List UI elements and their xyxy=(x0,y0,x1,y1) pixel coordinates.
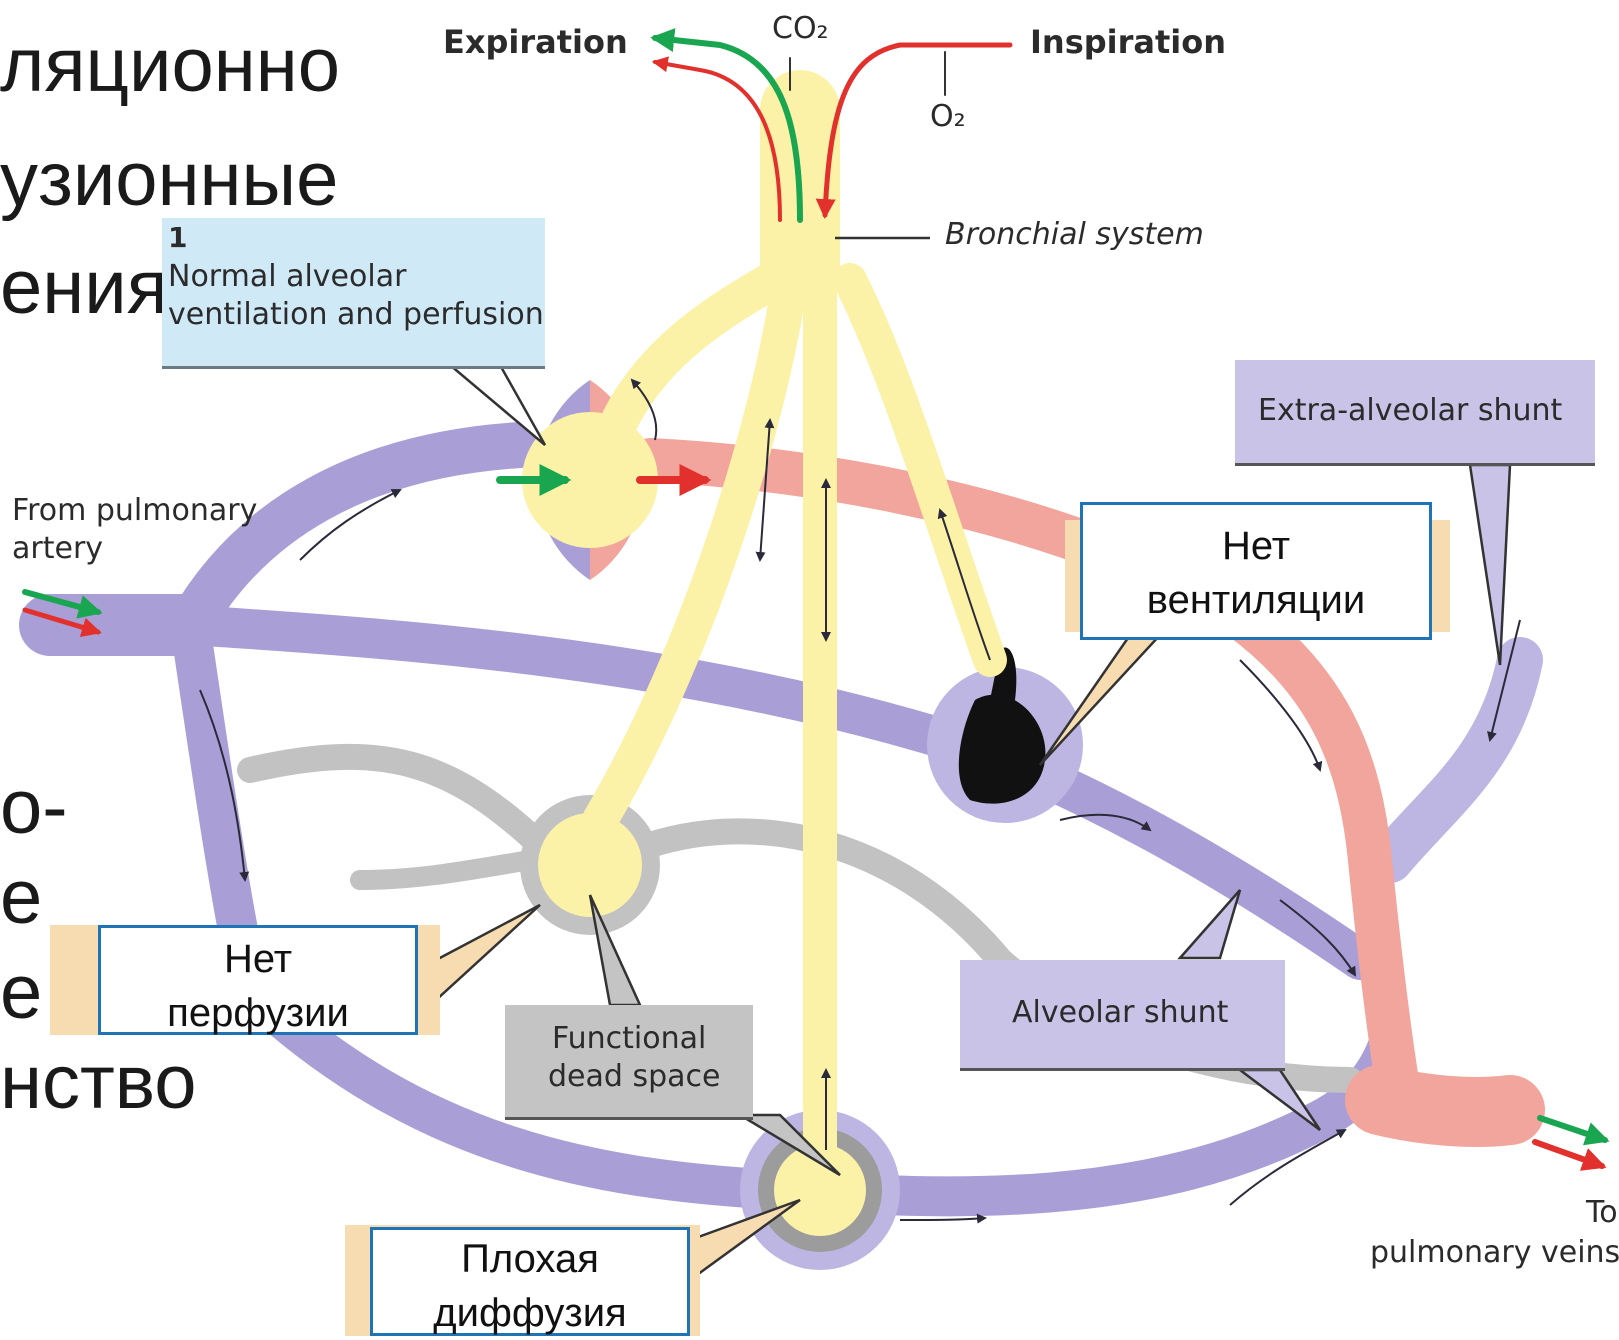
normal-label-line1: Normal alveolar xyxy=(168,260,406,295)
vessel-extra-shunt xyxy=(1390,660,1520,860)
bronchial-system-label: Bronchial system xyxy=(945,218,1204,253)
poor-diffusion-line1: Плохая xyxy=(373,1232,687,1286)
no-perfusion-line1: Нет xyxy=(101,932,415,986)
vessel-arterial-outlet xyxy=(1380,1100,1510,1112)
extra-alveolar-shunt-label: Extra-alveolar shunt xyxy=(1258,394,1562,429)
no-ventilation-box: Нет вентиляции xyxy=(1080,502,1432,640)
alveolar-shunt-label: Alveolar shunt xyxy=(1012,996,1228,1031)
expiration-label: Expiration xyxy=(443,24,628,61)
inspiration-red-arrow xyxy=(825,45,1010,215)
vessel-diagonal xyxy=(190,625,1360,960)
no-perfusion-line2: перфузии xyxy=(101,986,415,1040)
to-pulmonary-veins-line2: pulmonary veins xyxy=(1370,1236,1619,1271)
normal-label-line2: ventilation and perfusion xyxy=(168,298,544,333)
from-pulmonary-artery-line2: artery xyxy=(12,532,103,567)
co2-label: CO₂ xyxy=(772,12,829,47)
o2-label: O₂ xyxy=(930,100,966,135)
airways xyxy=(600,110,990,1150)
from-pulmonary-artery-line1: From pulmonary xyxy=(12,494,257,529)
inspiration-label: Inspiration xyxy=(1030,24,1226,61)
functional-dead-space-line2: dead space xyxy=(548,1060,720,1095)
no-ventilation-line2: вентиляции xyxy=(1083,573,1429,627)
poor-diffusion-box: Плохая диффузия xyxy=(370,1227,690,1336)
to-pulmonary-veins-line1: To xyxy=(1586,1196,1618,1231)
normal-number: 1 xyxy=(168,222,187,254)
vessel-upper-arc xyxy=(190,445,520,625)
poor-diffusion-line2: диффузия xyxy=(373,1286,687,1340)
no-ventilation-line1: Нет xyxy=(1083,519,1429,573)
no-perfusion-box: Нет перфузии xyxy=(98,925,418,1035)
functional-dead-space-line1: Functional xyxy=(552,1022,706,1057)
